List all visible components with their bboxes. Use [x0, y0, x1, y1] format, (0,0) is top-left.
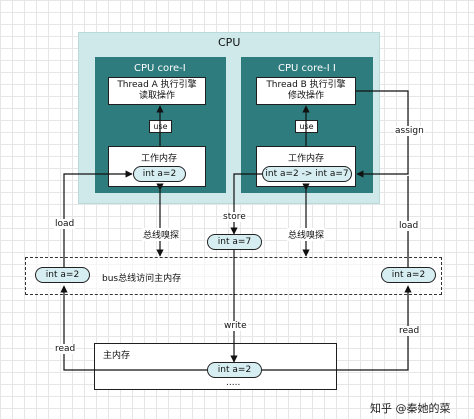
read-arrow-left: [60, 285, 208, 371]
thread-a-line1: Thread A 执行引擎: [117, 80, 197, 90]
read-label-right: read: [398, 326, 421, 336]
memory-value-right: int a=2 -> int a=7: [262, 166, 352, 182]
assign-label: assign: [394, 126, 425, 136]
load-arrow-left: [63, 170, 133, 267]
thread-b-engine: Thread B 执行引擎 修改操作: [256, 77, 356, 105]
thread-b-line2: 修改操作: [287, 91, 324, 101]
read-arrow-right: [262, 285, 412, 371]
sniff-label-right: 总线嗅探: [287, 228, 326, 241]
thread-a-line2: 读取操作: [138, 91, 175, 101]
read-label-left: read: [54, 344, 77, 354]
main-memory-ellipsis: .....: [226, 378, 241, 388]
main-memory-title: 主内存: [103, 351, 131, 361]
thread-b-line1: Thread B 执行引擎: [266, 80, 346, 90]
main-memory-value: int a=2: [207, 362, 262, 378]
load-label-left: load: [54, 219, 76, 229]
sniff-label-left: 总线嗅探: [142, 228, 181, 241]
watermark-text: 知乎 @秦她的菜: [370, 402, 451, 415]
working-memory-right-title: 工作内存: [288, 154, 325, 164]
store-arrow: [230, 173, 262, 235]
write-label: write: [223, 321, 248, 331]
bus-value-right: int a=2: [381, 267, 436, 283]
thread-a-engine: Thread A 执行引擎 读取操作: [108, 77, 206, 105]
cpu-core-right-title: CPU core-I I: [278, 63, 336, 74]
load-label-right: load: [398, 221, 420, 231]
memory-value-left: int a=2: [133, 166, 186, 182]
cpu-title: CPU: [218, 36, 241, 49]
bus-title: bus总线访问主内存: [102, 274, 182, 284]
store-value: int a=7: [207, 234, 262, 250]
working-memory-left-title: 工作内存: [141, 154, 178, 164]
cpu-core-left-title: CPU core-I: [134, 63, 186, 74]
bus-value-left: int a=2: [35, 267, 90, 283]
store-label: store: [222, 212, 247, 222]
